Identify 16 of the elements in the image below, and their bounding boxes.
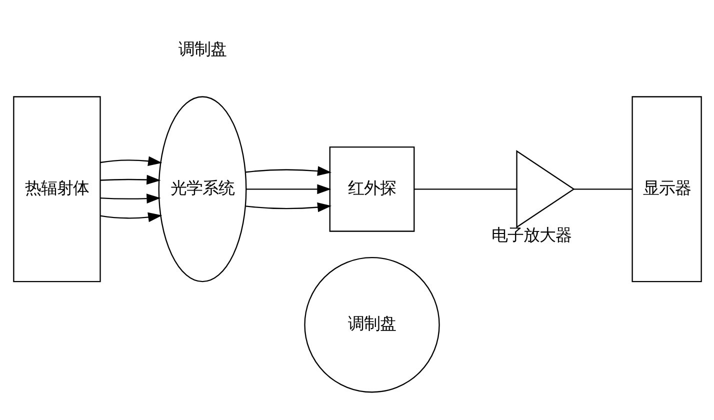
node-label: 电子放大器 bbox=[491, 224, 572, 244]
arrow bbox=[245, 202, 332, 212]
arrow bbox=[245, 166, 332, 176]
node-box: 显示器 bbox=[631, 96, 702, 282]
arrow bbox=[246, 184, 331, 194]
connector bbox=[414, 188, 516, 190]
node-circle: 调制盘 bbox=[304, 256, 440, 392]
label: 调制盘 bbox=[178, 38, 226, 58]
node-ellipse: 光学系统 bbox=[158, 96, 246, 282]
node-box: 热辐射体 bbox=[12, 96, 100, 282]
arrow bbox=[100, 193, 160, 203]
arrow bbox=[100, 174, 160, 184]
connector bbox=[573, 188, 632, 190]
node-box: 红外探 bbox=[328, 146, 414, 232]
arrow bbox=[100, 212, 162, 222]
arrow bbox=[100, 156, 162, 166]
